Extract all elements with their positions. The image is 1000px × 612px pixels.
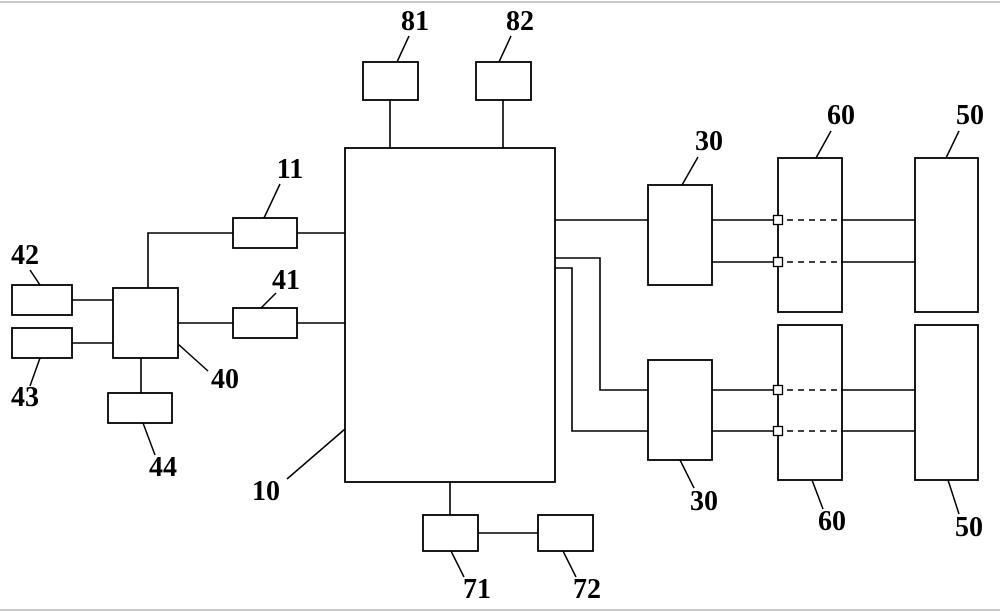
box-60-bottom-module — [777, 324, 843, 481]
label-43: 43 — [11, 382, 39, 413]
leader-30-top — [681, 156, 699, 186]
label-10: 10 — [252, 476, 280, 507]
box-40-module — [112, 287, 179, 359]
leader-50-top — [945, 130, 960, 159]
label-81: 81 — [401, 6, 429, 37]
label-60-bottom: 60 — [818, 506, 846, 537]
port-60-bottom-a — [772, 384, 784, 396]
leader-44 — [142, 422, 156, 456]
leader-60-bottom — [811, 479, 824, 510]
leader-41 — [260, 292, 277, 309]
label-50-top: 50 — [956, 100, 984, 131]
box-72-module — [537, 514, 594, 552]
label-40: 40 — [211, 364, 239, 395]
port-60-top-b — [772, 256, 784, 268]
label-82: 82 — [506, 6, 534, 37]
box-42-module — [11, 284, 73, 316]
label-44: 44 — [149, 452, 177, 483]
leader-10 — [286, 428, 346, 480]
box-43-module — [11, 327, 73, 359]
box-50-bottom-module — [914, 324, 979, 481]
leader-11 — [263, 183, 281, 219]
label-30-top: 30 — [695, 126, 723, 157]
label-71: 71 — [463, 574, 491, 605]
box-30-bottom-module — [647, 359, 713, 461]
box-50-top-module — [914, 157, 979, 313]
port-60-top-a — [772, 214, 784, 226]
leader-43 — [29, 357, 41, 387]
leader-72 — [562, 550, 577, 578]
label-41: 41 — [272, 265, 300, 296]
box-30-top-module — [647, 184, 713, 286]
box-44-module — [107, 392, 173, 424]
label-60-top: 60 — [827, 100, 855, 131]
box-10-main-unit — [344, 147, 556, 483]
leader-81 — [396, 35, 410, 63]
port-60-bottom-b — [772, 425, 784, 437]
leader-60-top — [815, 130, 832, 159]
box-11-module — [232, 217, 298, 249]
box-60-top-module — [777, 157, 843, 313]
leader-82 — [498, 35, 512, 63]
wire-11-to-40 — [147, 232, 233, 288]
label-42: 42 — [11, 240, 39, 271]
leader-40 — [177, 343, 209, 372]
wire-10-to-30-bottom-b — [555, 267, 648, 432]
label-30-bottom: 30 — [690, 486, 718, 517]
box-82-module — [475, 61, 532, 101]
leader-42 — [29, 269, 41, 286]
label-11: 11 — [277, 154, 303, 185]
label-50-bottom: 50 — [955, 512, 983, 543]
label-72: 72 — [573, 574, 601, 605]
leader-50-bottom — [947, 479, 960, 515]
leader-30-bottom — [679, 459, 695, 489]
box-41-module — [232, 307, 298, 339]
wire-10-to-30-bottom-a — [555, 257, 648, 391]
leader-71 — [450, 550, 465, 578]
box-71-module — [422, 514, 479, 552]
box-81-module — [362, 61, 419, 101]
